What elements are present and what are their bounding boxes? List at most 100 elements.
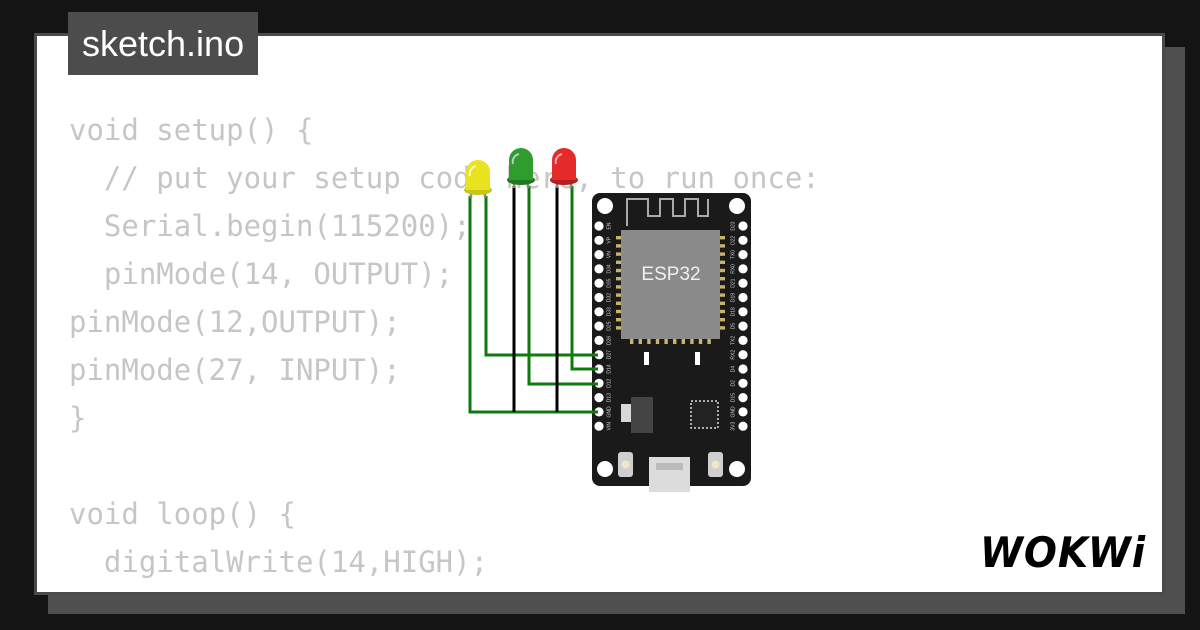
usb-port-inner — [656, 463, 683, 470]
pin-d33[interactable] — [594, 307, 604, 317]
pin-label: D5 — [731, 323, 737, 330]
usb-uart-chip — [690, 400, 719, 429]
pin-label: D22 — [731, 236, 737, 245]
pin-d22[interactable] — [738, 235, 748, 245]
chip-pad — [616, 277, 622, 281]
pin-label: D21 — [731, 278, 737, 287]
wokwi-logo-text: WOKWi — [980, 528, 1146, 577]
smd-resistor — [695, 352, 700, 365]
pin-d25[interactable] — [594, 321, 604, 331]
led-yellow[interactable] — [464, 160, 492, 198]
esp32-chip — [621, 230, 720, 339]
pin-d18[interactable] — [738, 307, 748, 317]
pin-vin[interactable] — [594, 421, 604, 431]
pin-label: D35 — [607, 278, 613, 287]
chip-pad — [616, 260, 622, 264]
code-line: pinMode(14, OUTPUT); — [69, 257, 454, 291]
wire-green-to-d12 — [527, 186, 598, 386]
pin-rx2[interactable] — [738, 350, 748, 360]
pin-vn[interactable] — [594, 250, 604, 260]
pin-label: VIN — [607, 422, 613, 431]
chip-pad — [673, 338, 677, 344]
boot-button-cap — [621, 460, 630, 469]
code-line: digitalWrite(14,HIGH); — [69, 545, 489, 579]
wire-yellow-to-gnd — [468, 196, 598, 414]
pin-label: D14 — [607, 364, 613, 373]
led-green[interactable] — [507, 148, 535, 188]
pin-d4[interactable] — [738, 364, 748, 374]
pin-d26[interactable] — [594, 335, 604, 345]
pin-d12[interactable] — [594, 378, 604, 388]
led-highlight — [468, 165, 477, 177]
pin-gnd[interactable] — [738, 407, 748, 417]
pin-d27[interactable] — [594, 350, 604, 360]
mounting-hole — [597, 461, 613, 477]
antenna-trace — [626, 198, 709, 226]
regulator-tab — [621, 404, 631, 422]
chip-pad — [616, 326, 622, 330]
chip-pad — [616, 244, 622, 248]
wire-red-to-d14 — [570, 186, 598, 371]
pin-rx0[interactable] — [738, 264, 748, 274]
pin-d14[interactable] — [594, 364, 604, 374]
pin-d19[interactable] — [738, 292, 748, 303]
wires — [468, 186, 598, 414]
pin-d35[interactable] — [594, 278, 604, 288]
pin-header-left: ENVPVND34D35D32D33D25D26D27D14D12D13GNDV… — [594, 221, 613, 431]
wokwi-logo: WOKWi — [980, 528, 1146, 577]
code-line: Serial.begin(115200); — [69, 209, 471, 243]
pin-3v3[interactable] — [738, 421, 748, 431]
chip-pad — [719, 277, 725, 281]
wire-yellow-to-d27 — [484, 196, 598, 357]
code-editor[interactable]: void setup() { // put your setup code he… — [69, 106, 820, 592]
pin-d34[interactable] — [594, 264, 604, 274]
chip-pad — [719, 260, 725, 264]
pin-vp[interactable] — [594, 235, 604, 245]
pin-d2[interactable] — [738, 378, 748, 388]
chip-pad — [647, 338, 651, 344]
chip-pad — [681, 338, 685, 344]
pin-label: GND — [731, 406, 737, 418]
chip-pad — [719, 301, 725, 305]
chip-pad — [616, 268, 622, 273]
pin-d21[interactable] — [738, 278, 748, 288]
micro-usb-port — [649, 457, 690, 492]
chip-pad — [616, 285, 622, 289]
pin-gnd[interactable] — [594, 407, 604, 417]
code-line: } — [69, 401, 87, 435]
chip-pad — [616, 252, 622, 256]
chip-pad — [664, 338, 668, 344]
pin-label: D26 — [607, 336, 613, 345]
esp32-board[interactable]: ESP32 ENVPVND34D35D32D33D25D26D27D14D12D… — [592, 193, 751, 492]
led-red[interactable] — [550, 148, 578, 188]
pin-label: D25 — [607, 321, 613, 330]
chip-pad — [690, 338, 694, 344]
pin-label: D32 — [607, 293, 613, 302]
code-line: void setup() { — [69, 113, 314, 147]
pin-label: VN — [607, 251, 613, 258]
pin-d23[interactable] — [738, 221, 748, 231]
pin-label: RX0 — [731, 264, 737, 274]
mounting-hole — [729, 461, 745, 477]
pin-d5[interactable] — [738, 321, 748, 331]
chip-pad — [616, 301, 622, 305]
chip-label: ESP32 — [641, 264, 700, 285]
led-highlight — [554, 153, 563, 165]
file-tab[interactable]: sketch.ino — [68, 12, 259, 75]
pin-label: TX0 — [731, 250, 737, 259]
pin-d13[interactable] — [594, 393, 604, 403]
pin-tx0[interactable] — [738, 250, 748, 260]
pin-tx2[interactable] — [738, 335, 748, 345]
pin-label: VP — [607, 236, 613, 243]
chip-pad — [707, 338, 711, 344]
pin-label: D12 — [607, 379, 613, 388]
pin-d15[interactable] — [738, 393, 748, 403]
chip-pad — [719, 268, 725, 273]
pin-label: TX2 — [731, 336, 737, 345]
pin-en[interactable] — [594, 221, 604, 231]
pin-label: D19 — [731, 293, 737, 302]
pin-d32[interactable] — [594, 292, 604, 303]
chip-pad — [719, 252, 725, 256]
chip-pad — [616, 293, 622, 297]
chip-pads — [616, 236, 725, 344]
